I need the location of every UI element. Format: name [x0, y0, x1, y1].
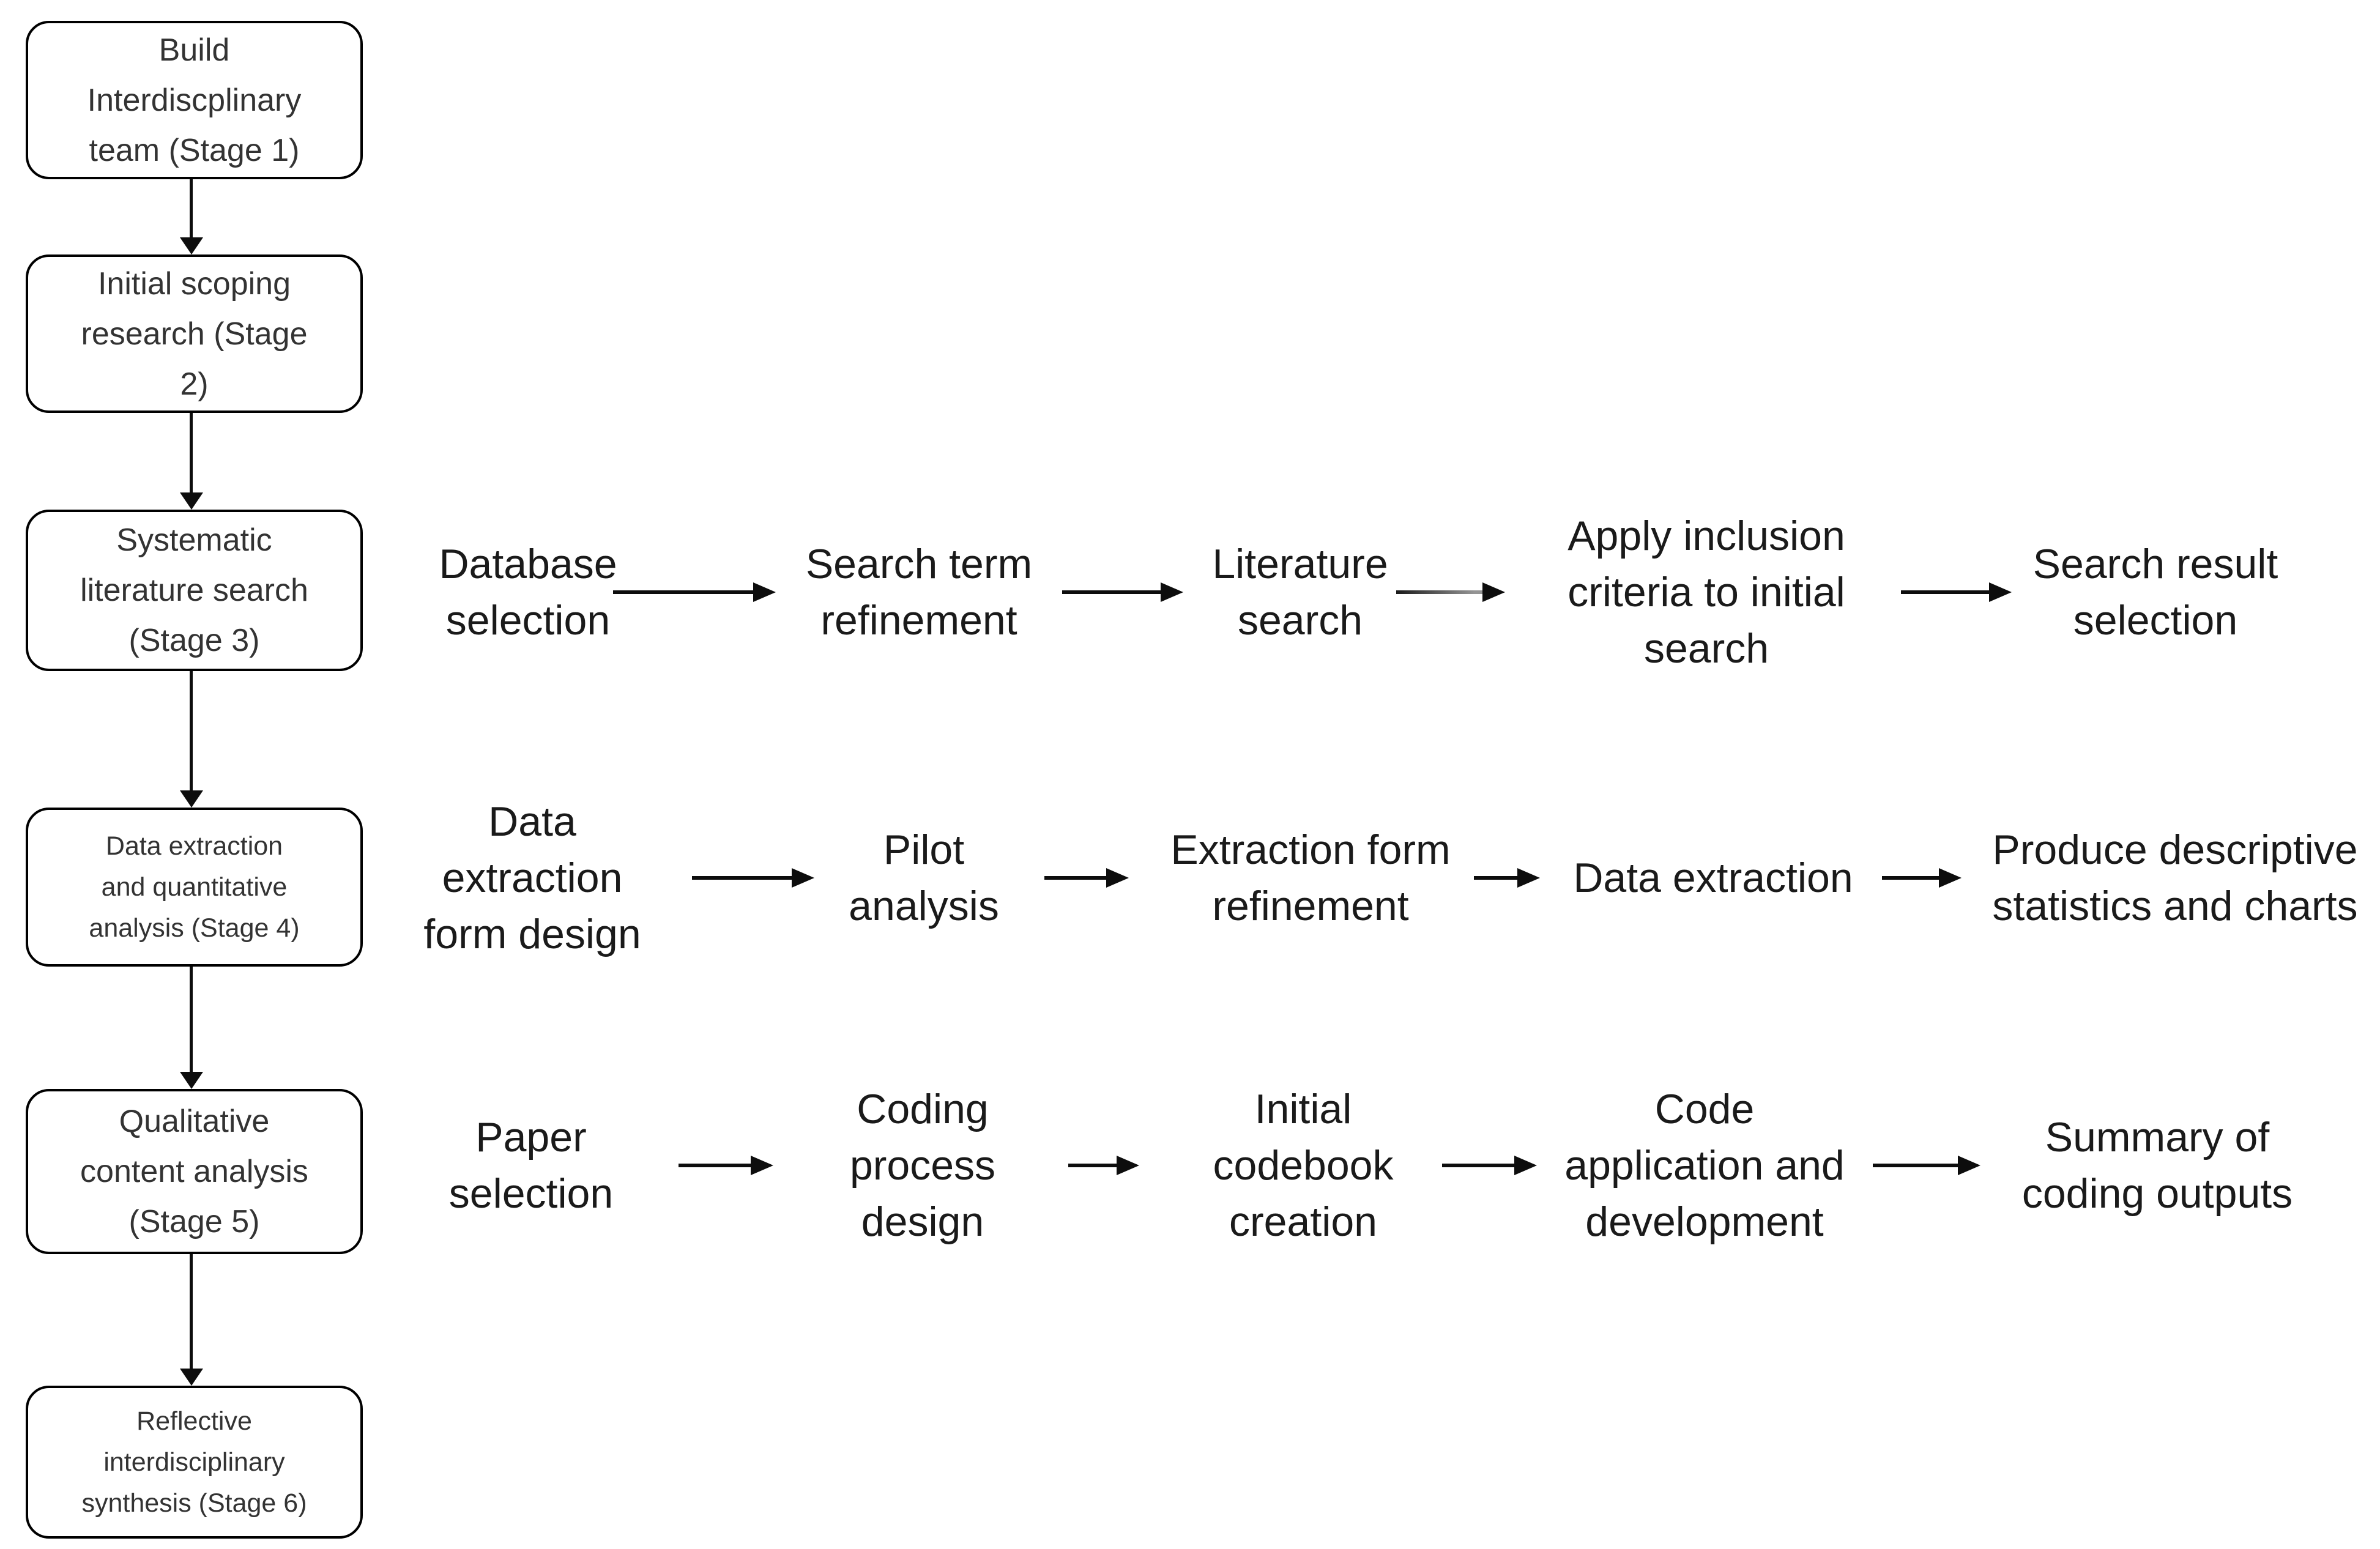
stage-6-box: Reflective interdisciplinary synthesis (… — [26, 1386, 363, 1539]
arrow-right-icon — [1062, 590, 1161, 594]
arrow-right-icon — [1044, 876, 1107, 880]
arrow-right-icon — [692, 876, 792, 880]
step-initial-codebook-creation: Initial codebook creation — [1213, 1086, 1394, 1245]
arrow-down-icon — [190, 179, 193, 238]
stage-6-label: Reflective interdisciplinary synthesis (… — [81, 1406, 307, 1518]
arrow-right-icon — [1442, 1164, 1515, 1167]
arrow-right-icon — [613, 590, 754, 594]
step-coding-process-design: Coding process design — [849, 1086, 996, 1245]
step-extraction-form-refinement: Extraction form refinement — [1170, 827, 1451, 929]
stage-2-box: Initial scoping research (Stage 2) — [26, 254, 363, 413]
stage-1-label: Build Interdiscplinary team (Stage 1) — [87, 32, 302, 168]
step-produce-descriptive-statistics: Produce descriptive statistics and chart… — [1992, 827, 2358, 929]
step-paper-selection: Paper selection — [448, 1114, 614, 1217]
stage-5-box: Qualitative content analysis (Stage 5) — [26, 1089, 363, 1254]
arrow-down-icon — [190, 967, 193, 1072]
stage-4-box: Data extraction and quantitative analysi… — [26, 808, 363, 967]
step-database-selection: Database selection — [439, 541, 617, 644]
arrow-down-icon — [190, 413, 193, 493]
arrow-right-icon — [1474, 876, 1518, 880]
step-search-term-refinement: Search term refinement — [805, 541, 1033, 644]
arrow-down-icon — [190, 671, 193, 791]
step-search-result-selection: Search result selection — [2032, 541, 2278, 644]
step-pilot-analysis: Pilot analysis — [849, 827, 999, 929]
arrow-down-icon — [190, 1254, 193, 1369]
step-summary-of-coding-outputs: Summary of coding outputs — [2021, 1114, 2293, 1217]
arrow-right-icon — [1873, 1164, 1958, 1167]
step-data-extraction-form-design: Data extraction form design — [423, 798, 641, 957]
arrow-right-icon — [1068, 1164, 1117, 1167]
stage-2-label: Initial scoping research (Stage 2) — [81, 266, 308, 402]
step-code-application-development: Code application and development — [1564, 1086, 1845, 1245]
step-literature-search: Literature search — [1212, 541, 1388, 644]
step-apply-inclusion-criteria: Apply inclusion criteria to initial sear… — [1567, 513, 1845, 672]
arrow-right-icon — [1901, 590, 1990, 594]
step-data-extraction: Data extraction — [1573, 855, 1853, 901]
arrow-right-icon — [1882, 876, 1939, 880]
stage-4-label: Data extraction and quantitative analysi… — [89, 831, 300, 943]
arrow-right-icon — [1396, 590, 1483, 594]
stage-5-label: Qualitative content analysis (Stage 5) — [80, 1104, 308, 1239]
arrow-right-icon — [679, 1164, 751, 1167]
stage-3-label: Systematic literature search (Stage 3) — [80, 522, 308, 658]
stage-1-box: Build Interdiscplinary team (Stage 1) — [26, 21, 363, 179]
stage-3-box: Systematic literature search (Stage 3) — [26, 510, 363, 671]
